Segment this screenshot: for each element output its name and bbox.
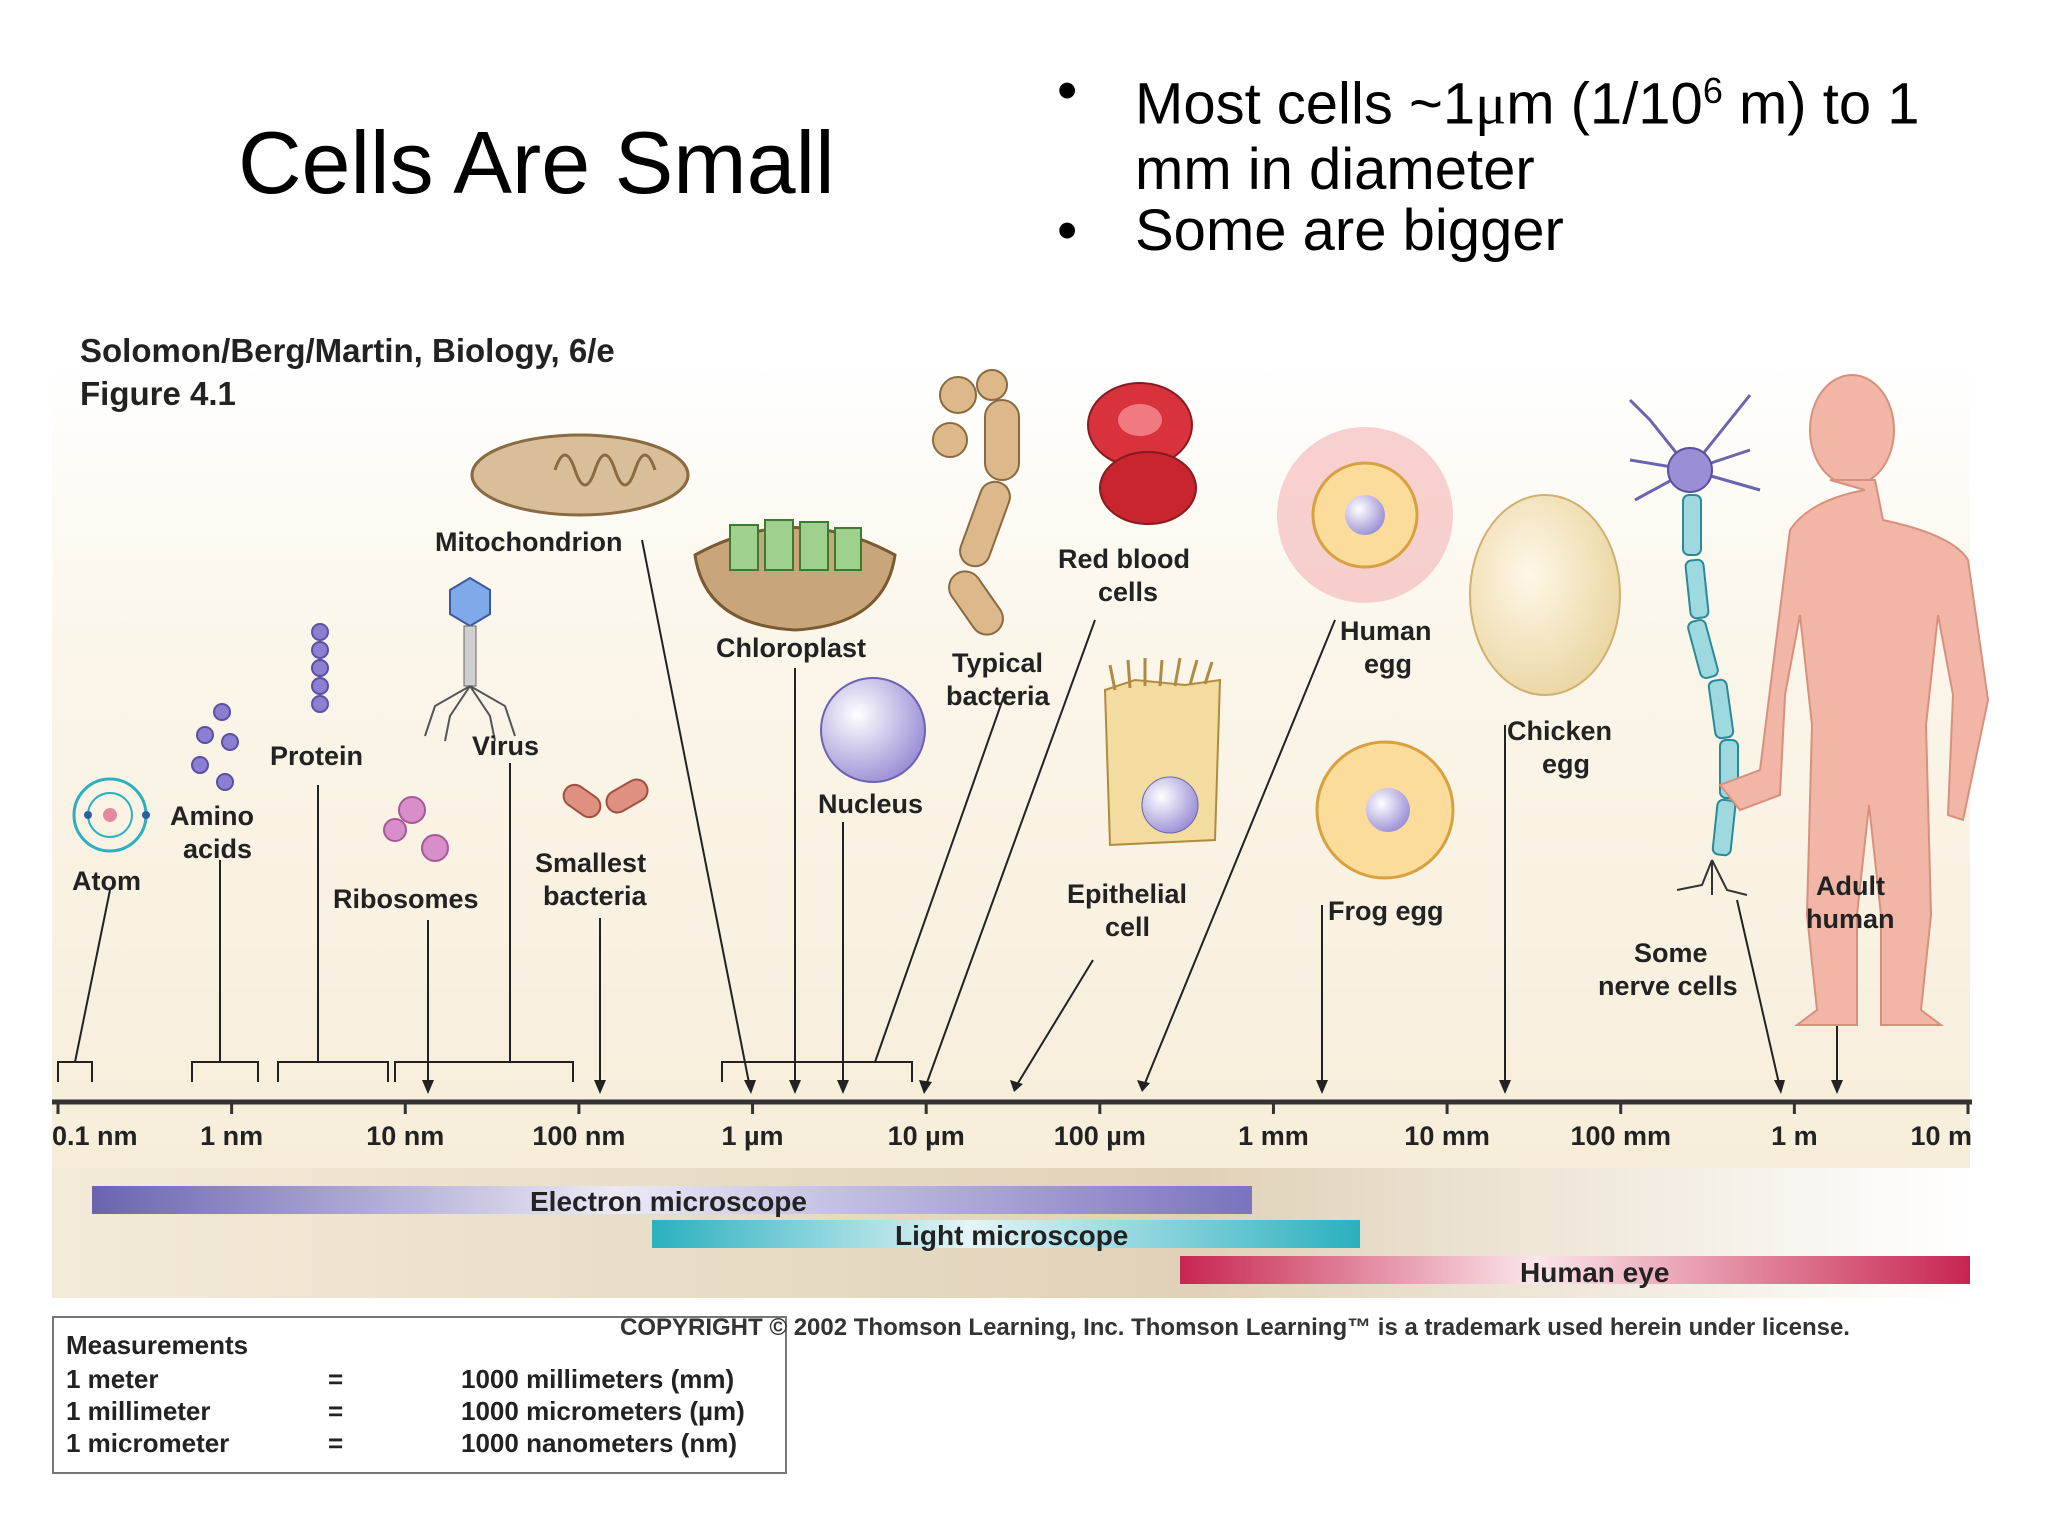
figure-number: Figure 4.1	[80, 375, 236, 412]
bullet-marker: •	[1057, 58, 1078, 123]
red-blood-cells-label-2: cells	[1098, 577, 1158, 607]
measurement-unit: 1 millimeter	[66, 1396, 211, 1426]
scale-ticks: 0.1 nm 1 nm 10 nm 100 nm 1 µm 10 µm 100 µm 1 mm…	[52, 1100, 1972, 1151]
mitochondrion-icon	[470, 433, 690, 517]
protein-label: Protein	[270, 741, 363, 771]
virus-icon	[424, 576, 516, 742]
slide-title: Cells Are Small	[238, 113, 835, 212]
scale-tick-label: 1 m	[1771, 1121, 1818, 1151]
leader-arrowheads	[422, 1080, 1843, 1094]
adult-human-icon	[1718, 374, 1990, 1026]
copyright-notice: COPYRIGHT © 2002 Thomson Learning, Inc. …	[620, 1314, 1850, 1341]
bullet-some-bigger: • Some are bigger	[1057, 198, 1995, 264]
typical-bacteria-label-1: Typical	[952, 648, 1043, 678]
amino-acids-icon	[191, 703, 239, 791]
chloroplast-icon	[693, 519, 897, 632]
frog-egg-label: Frog egg	[1328, 896, 1444, 926]
amino-acids-label-2: acids	[183, 834, 252, 864]
epithelial-cell-label-2: cell	[1105, 912, 1150, 942]
bullet-1-text-b: m (1/10	[1506, 71, 1703, 137]
bullet-1-text-c: m) to 1 mm in diameter	[1135, 71, 1920, 203]
atom-icon	[72, 777, 150, 853]
leader-lines	[57, 539, 1838, 1089]
amino-acids-label-1: Amino	[170, 801, 254, 831]
measurements-title: Measurements	[66, 1330, 249, 1360]
light-microscope-label: Light microscope	[895, 1220, 1128, 1251]
ribosomes-label: Ribosomes	[333, 884, 479, 914]
adult-human-label-2: human	[1806, 904, 1895, 934]
chicken-egg-label-1: Chicken	[1507, 716, 1612, 746]
scale-tick-label: 10 µm	[888, 1121, 965, 1151]
typical-bacteria-label-2: bacteria	[946, 681, 1051, 711]
scale-tick-label: 100 µm	[1054, 1121, 1146, 1151]
atom-label: Atom	[72, 866, 141, 896]
scale-tick-label: 10 m	[1910, 1121, 1972, 1151]
human-eye-range	[1180, 1256, 1970, 1284]
epithelial-cell-icon	[1103, 657, 1222, 847]
measurement-value: 1000 millimeters (mm)	[461, 1364, 735, 1394]
scale-tick-label: 100 nm	[532, 1121, 625, 1151]
human-egg-label-2: egg	[1364, 649, 1412, 679]
red-blood-cells-icon	[1087, 382, 1197, 525]
nerve-cell-icon	[1628, 394, 1761, 896]
measurement-row: 1 micrometer = 1000 nanometers (nm)	[66, 1428, 786, 1460]
nucleus-icon	[820, 677, 926, 783]
smallest-bacteria-label-2: bacteria	[543, 881, 648, 911]
bullet-cell-size: • Most cells ~1μm (1/106 m) to 1 mm in d…	[1057, 58, 1995, 203]
human-egg-icon	[1277, 427, 1453, 603]
nerve-cells-label-1: Some	[1634, 938, 1708, 968]
adult-human-label-1: Adult	[1816, 871, 1885, 901]
chloroplast-label: Chloroplast	[716, 633, 866, 663]
bullet-1-exponent: 6	[1702, 70, 1723, 111]
measurement-row: 1 meter = 1000 millimeters (mm)	[66, 1364, 786, 1396]
protein-icon	[311, 623, 329, 713]
scale-tick-label: 1 µm	[721, 1121, 783, 1151]
mitochondrion-label: Mitochondrion	[435, 527, 622, 557]
measurement-value: 1000 nanometers (nm)	[461, 1428, 737, 1458]
human-egg-label-1: Human	[1340, 616, 1432, 646]
ribosomes-icon	[383, 796, 449, 862]
smallest-bacteria-icon	[562, 778, 649, 819]
chicken-egg-icon	[1469, 494, 1621, 696]
frog-egg-icon	[1315, 740, 1455, 880]
measurement-unit: 1 micrometer	[66, 1428, 230, 1458]
smallest-bacteria-label-1: Smallest	[535, 848, 646, 878]
scale-tick-label: 10 mm	[1404, 1121, 1490, 1151]
electron-microscope-label: Electron microscope	[530, 1186, 807, 1217]
epithelial-cell-label-1: Epithelial	[1067, 879, 1187, 909]
virus-label: Virus	[472, 731, 539, 761]
measurement-value: 1000 micrometers (µm)	[461, 1396, 745, 1426]
electron-microscope-range	[92, 1186, 1252, 1214]
bullet-1-text-a: Most cells ~1	[1135, 71, 1476, 137]
scale-tick-label: 100 mm	[1570, 1121, 1671, 1151]
chicken-egg-label-2: egg	[1542, 749, 1590, 779]
scale-tick-label: 1 mm	[1238, 1121, 1309, 1151]
scale-tick-label: 0.1 nm	[52, 1121, 138, 1151]
bullet-2-text: Some are bigger	[1135, 198, 1564, 263]
human-eye-label: Human eye	[1520, 1257, 1669, 1288]
nucleus-label: Nucleus	[818, 789, 923, 819]
light-microscope-range	[652, 1220, 1360, 1248]
measurement-row: 1 millimeter = 1000 micrometers (µm)	[66, 1396, 786, 1428]
figure-panel	[52, 360, 1970, 1295]
red-blood-cells-label-1: Red blood	[1058, 544, 1190, 574]
bullet-1-mu: μ	[1475, 71, 1507, 137]
measurement-unit: 1 meter	[66, 1364, 159, 1394]
measurement-equals: =	[328, 1428, 344, 1458]
figure-source: Solomon/Berg/Martin, Biology, 6/e	[80, 332, 615, 369]
measurement-equals: =	[328, 1396, 344, 1426]
scale-tick-label: 1 nm	[200, 1121, 263, 1151]
bullet-marker: •	[1057, 198, 1078, 263]
typical-bacteria-icon	[932, 369, 1020, 636]
measurement-equals: =	[328, 1364, 344, 1394]
measurements-box: Measurements 1 meter = 1000 millimeters …	[52, 1316, 787, 1474]
nerve-cells-label-2: nerve cells	[1598, 971, 1738, 1001]
scale-tick-label: 10 nm	[366, 1121, 444, 1151]
